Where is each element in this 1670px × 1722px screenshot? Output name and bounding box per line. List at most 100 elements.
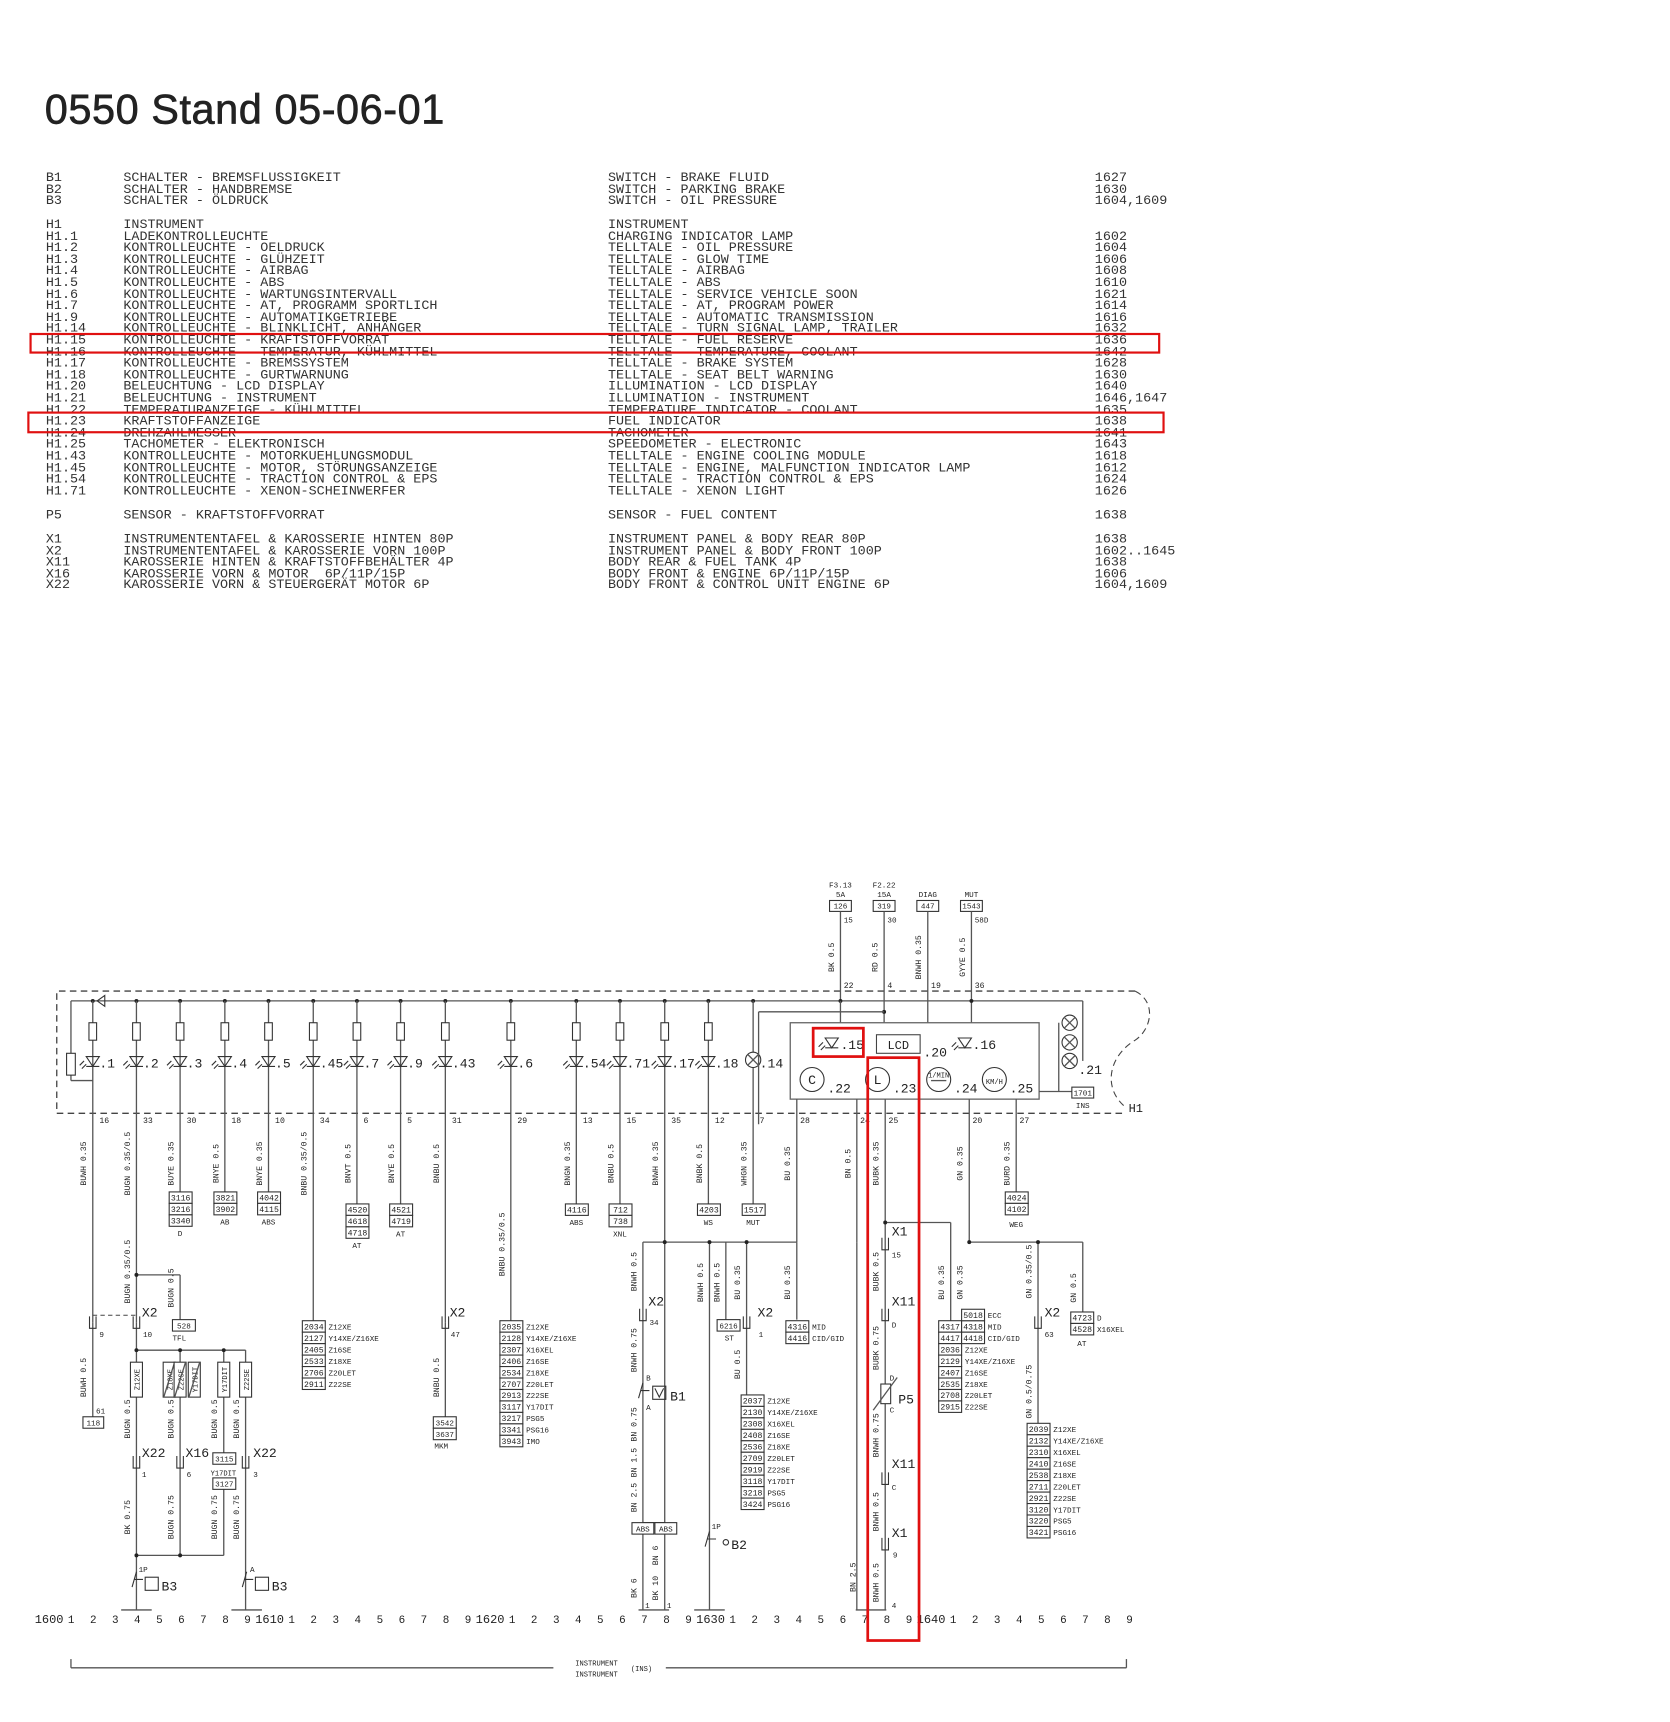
legend-de: KONTROLLEUCHTE - BLINKLICHT, ANHÄNGER xyxy=(123,321,422,337)
wire-label: BUGN 0.35/0.5 xyxy=(123,1240,133,1304)
variant-text: Y14XE/Z16XE xyxy=(526,1336,577,1344)
page-reference-tick: 8 xyxy=(222,1615,229,1627)
legend-en: SWITCH - OIL PRESSURE xyxy=(607,193,778,209)
page-reference-tick: 1600 xyxy=(35,1613,64,1627)
wire-label: BN 2.5 xyxy=(630,1483,639,1513)
legend-de: KONTROLLEUCHTE - XENON-SCHEINWERFER xyxy=(123,483,406,499)
legend-ref: 1638 xyxy=(1094,507,1128,523)
resistor-icon xyxy=(175,1022,185,1041)
wire-label: BNBU 0.5 xyxy=(607,1144,616,1183)
junction-dot xyxy=(969,998,974,1003)
component-label: 63 xyxy=(1045,1332,1055,1340)
wire-label: BUBK 0.75 xyxy=(873,1326,882,1370)
highlight-row-h1-15 xyxy=(29,332,1161,354)
ref-box-text: 3220 xyxy=(1029,1518,1049,1527)
wire-label: RD 0.5 xyxy=(872,942,881,972)
legend-id: H1.23 xyxy=(45,414,87,429)
ref-box-text: 2919 xyxy=(743,1466,763,1475)
page-title: 0550 Stand 05-06-01 xyxy=(44,87,445,134)
ref-box-text: 2307 xyxy=(502,1346,522,1355)
junction-dot xyxy=(751,998,756,1003)
ref-box-text: 4618 xyxy=(348,1218,368,1227)
legend-id: X22 xyxy=(45,578,71,593)
junction-dot xyxy=(398,998,403,1003)
legend-de: INSTRUMENTENTAFEL & KAROSSERIE VORN 100P xyxy=(123,543,446,559)
variant-label: Z12XE xyxy=(135,1369,143,1390)
fuse-rating: DIAG xyxy=(919,892,938,900)
legend-ref: 1604 xyxy=(1094,240,1128,256)
legend-en: BODY FRONT & ENGINE 6P/11P/15P xyxy=(607,566,850,582)
ref-tag: AT xyxy=(396,1232,406,1240)
wire-label: BU 0.35 xyxy=(784,1265,793,1299)
wire-label: BNGN 0.35 xyxy=(564,1141,573,1185)
component-label: X2 xyxy=(648,1294,664,1309)
wire-label: BUGN 0.5 xyxy=(124,1399,133,1438)
gauge-number: .22 xyxy=(827,1082,851,1097)
legend-de: KAROSSERIE VORN & STEUERGERÄT MOTOR 6P xyxy=(123,578,430,593)
lcd-box xyxy=(875,1034,921,1054)
ref-box-text: 4723 xyxy=(1072,1315,1092,1324)
page-reference-tick: 3 xyxy=(112,1615,119,1627)
page-reference-tick: 9 xyxy=(465,1615,472,1627)
legend-ref: 1630 xyxy=(1094,182,1128,197)
component-label: D xyxy=(892,1322,897,1330)
variant-text: Y14XE/Z16XE xyxy=(1053,1439,1104,1447)
connector-pin-icon xyxy=(742,1316,751,1329)
resistor-icon xyxy=(506,1022,516,1041)
feed-ref-box-text: 319 xyxy=(877,904,891,912)
gauge-icon xyxy=(981,1066,1007,1093)
wire xyxy=(872,1377,898,1411)
ref-box-text: 2708 xyxy=(940,1392,960,1401)
wire-label: BU 0.5 xyxy=(734,1350,743,1380)
junction-dot xyxy=(354,998,359,1003)
legend-ref: 1608 xyxy=(1094,263,1128,279)
illumination-number: .21 xyxy=(1078,1063,1102,1078)
legend-ref: 1602..1645 xyxy=(1094,543,1176,559)
pin-number: 36 xyxy=(975,982,985,991)
footer-abbr: (INS) xyxy=(631,1666,652,1674)
ref-box-text: 2034 xyxy=(304,1323,324,1332)
telltale-led-icon xyxy=(122,1056,145,1069)
wire-label: BUGN 0.5 xyxy=(168,1399,177,1438)
junction-dot xyxy=(222,998,227,1003)
legend-ref: 1621 xyxy=(1094,287,1128,302)
ref-box-text: 3217 xyxy=(502,1415,522,1424)
legend-ref: 1628 xyxy=(1094,356,1128,371)
wire-label: BUYE 0.35 xyxy=(168,1141,177,1185)
ref-box-text: 3943 xyxy=(502,1438,522,1447)
connector-pin-icon xyxy=(639,1308,647,1322)
legend-de: KONTROLLEUCHTE - GLÜHZEIT xyxy=(123,252,325,267)
component-label: 4 xyxy=(892,1603,897,1611)
ref-box-text: 1517 xyxy=(744,1207,764,1216)
legend-ref: 1638 xyxy=(1094,555,1128,570)
variant-text: PSG5 xyxy=(1053,1519,1072,1527)
pin-number: 35 xyxy=(671,1117,681,1126)
page-reference-tick: 6 xyxy=(1060,1615,1067,1627)
component-label: A xyxy=(646,1405,651,1413)
legend-ref: 1643 xyxy=(1094,437,1128,452)
wire-label: BNWH 0.5 xyxy=(713,1263,722,1302)
connector-pin-icon xyxy=(881,1308,890,1322)
pin-number: 30 xyxy=(887,917,897,925)
page-reference-tick: 4 xyxy=(355,1615,362,1627)
legend-en: TELLTALE - ENGINE, MALFUNCTION INDICATOR… xyxy=(607,460,971,476)
ref-tag: INS xyxy=(1076,1103,1090,1111)
legend-en: TELLTALE - TURN SIGNAL LAMP, TRAILER xyxy=(607,321,898,337)
page-reference-tick: 3 xyxy=(773,1615,780,1627)
page-reference-tick: 1 xyxy=(729,1615,736,1627)
ref-box-text: 3127 xyxy=(215,1482,233,1490)
component-label: X11 xyxy=(892,1294,916,1309)
variant-label: Y17DIT xyxy=(222,1367,230,1392)
page-reference-tick: 1 xyxy=(288,1615,295,1627)
page-reference-tick: 2 xyxy=(90,1615,97,1627)
wire xyxy=(747,1053,760,1066)
component-label: D xyxy=(890,1376,895,1384)
wire-label: BNBU 0.35/0.5 xyxy=(497,1212,507,1276)
ref-box-text: 528 xyxy=(177,1323,191,1331)
legend-en: CHARGING INDICATOR LAMP xyxy=(607,229,794,244)
ref-box-text: 2405 xyxy=(304,1346,324,1355)
legend-ref: 1638 xyxy=(1094,414,1128,429)
legend-de: KONTROLLEUCHTE - WARTUNGSINTERVALL xyxy=(123,287,398,302)
